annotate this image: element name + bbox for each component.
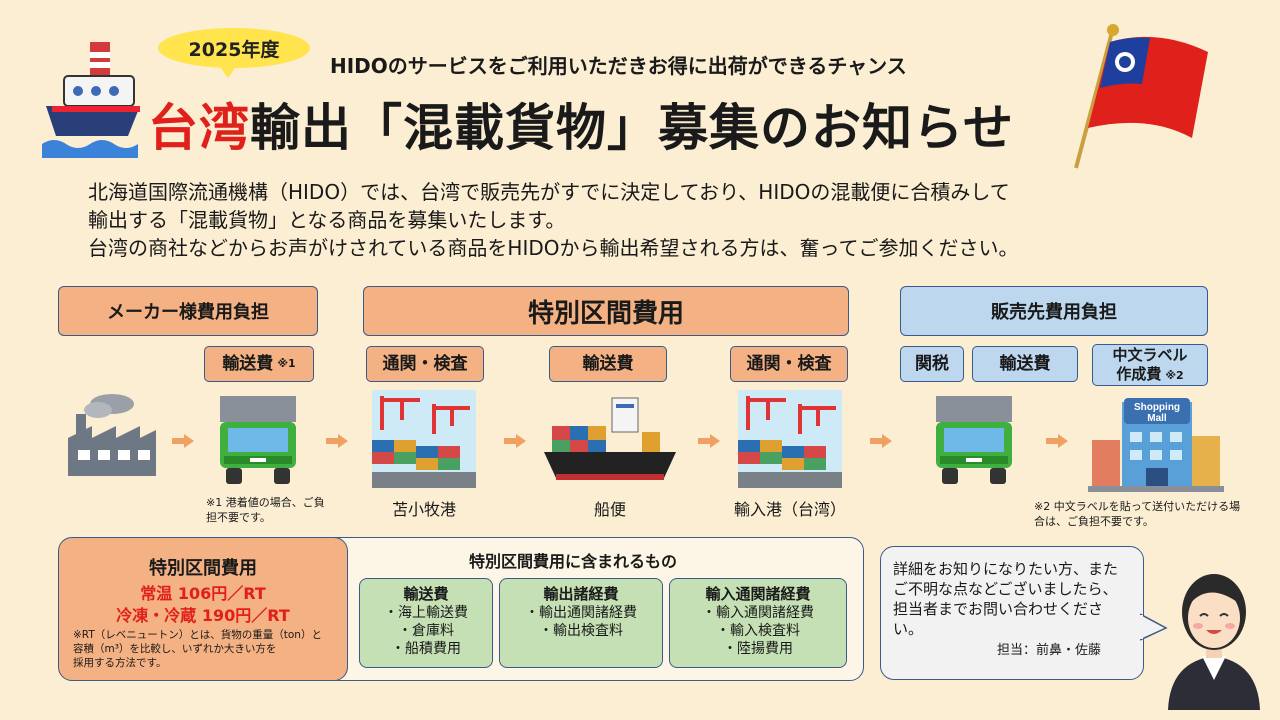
transport-tag-2: 輸送費 [549,346,667,382]
duty-tag: 関税 [900,346,964,382]
shopping-mall-icon: Shopping Mall [1088,392,1224,492]
port-caption: 苫小牧港 [391,500,456,519]
note-marker: ※2 [1165,368,1184,382]
buyer-cost-label: 販売先費用負担 [991,302,1117,323]
included-costs-title: 特別区間費用に含まれるもの [469,552,678,571]
port-icon [738,390,842,488]
included-item: ・船積費用 [391,641,461,657]
intro-line: 北海道国際流通機構（HIDO）では、台湾で販売先がすでに決定しており、HIDOの… [88,180,1010,204]
year-badge: 2025年度 [158,28,310,78]
intro-line: 輸出する「混載貨物」となる商品を募集いたします。 [88,208,566,232]
intro-line: 台湾の商社などからお声がけされている商品をHIDOから輸出希望される方は、奮って… [88,236,1019,260]
maker-cost-label: メーカー様費用負担 [107,302,269,323]
truck-icon [214,392,302,486]
taiwan-flag-icon [1068,22,1228,172]
intro-text: 北海道国際流通機構（HIDO）では、台湾で販売先がすでに決定しており、HIDOの… [88,178,1018,262]
included-item: ・海上輸送費 [384,605,468,621]
contact-line: 担当者までお問い合わせくださ [893,600,1104,618]
normal-temp-rate: 常温 106円／RT [140,584,266,603]
included-group-title: 輸送費 [403,585,449,603]
buyer-cost-header: 販売先費用負担 [900,286,1208,336]
rt-note-line: 採用する方法です。 [73,657,167,669]
included-group: 輸出諸経費 ・輸出通関諸経費 ・輸出検査料 [499,578,663,668]
transport-tag-label: 輸送費 [582,354,634,374]
contact-speech-bubble: 詳細をお知りになりたい方、また ご不明な点などございましたら、 担当者までお問い… [880,546,1144,680]
included-item: ・陸揚費用 [723,641,793,657]
port-caption: 輸入港（台湾） [733,500,846,519]
included-item: ・倉庫料 [398,623,454,639]
included-group-title: 輸入通関諸経費 [705,585,811,603]
truck-icon [930,392,1018,486]
included-costs-panel: 特別区間費用に含まれるもの 輸送費 ・海上輸送費 ・倉庫料 ・船積費用 輸出諸経… [318,537,864,681]
rt-note: ※RT（レベニュートン）とは、貨物の重量（ton）と 容積（m³）を比較し、いず… [73,628,322,670]
special-cost-header: 特別区間費用 [363,286,849,336]
duty-tag-label: 関税 [915,354,949,374]
mall-sign-line1: Shopping [1134,402,1180,413]
footnote-1: ※1 港着値の場合、ご負担不要です。 [206,496,325,524]
ship-caption: 船便 [593,500,626,519]
customs-tag-label: 通関・検査 [382,354,468,374]
contact-line: ご不明な点などございましたら、 [893,580,1118,598]
included-item: ・輸出通関諸経費 [525,605,637,621]
port-icon [372,390,476,488]
rt-note-line: ※RT（レベニュートン）とは、貨物の重量（ton）と [73,629,322,641]
transport-tag-label: 輸送費 [999,354,1051,374]
special-cost-title: 特別区間費用 [149,558,257,579]
label-fee-tag: 中文ラベル 作成費※2 [1092,344,1208,386]
label-fee-line2: 作成費 [1116,364,1162,383]
arrow-right-icon [1046,434,1068,448]
contact-person: 担当：前鼻・佐藤 [996,643,1101,658]
rt-note-line: 容積（m³）を比較し、いずれか大きい方を [73,643,277,655]
factory-icon [64,392,160,478]
included-group: 輸入通関諸経費 ・輸入通関諸経費 ・輸入検査料 ・陸揚費用 [669,578,847,668]
footnote-2: ※2 中文ラベルを貼って送付いただける場合は、ご負担不要です。 [1034,500,1241,528]
title-main: 輸出「混載貨物」募集のお知らせ [250,99,1014,157]
header-subtitle: HIDOのサービスをご利用いただきお得に出荷ができるチャンス [330,54,907,78]
maker-cost-header: メーカー様費用負担 [58,286,318,336]
arrow-right-icon [698,434,720,448]
arrow-right-icon [504,434,526,448]
arrow-right-icon [870,434,892,448]
special-cost-panel: 特別区間費用 常温 106円／RT 冷凍・冷蔵 190円／RT ※RT（レベニュ… [58,537,348,681]
transport-tag-label: 輸送費 [222,354,274,374]
customs-tag-2: 通関・検査 [730,346,848,382]
contact-line: 詳細をお知りになりたい方、また [893,560,1119,578]
ship-icon [42,40,142,158]
staff-avatar [1158,550,1270,710]
frozen-rate: 冷凍・冷蔵 190円／RT [116,606,290,625]
customs-tag-label: 通関・検査 [746,354,832,374]
special-cost-label: 特別区間費用 [527,298,684,329]
contact-line: い。 [893,620,924,638]
page-title: 台湾輸出「混載貨物」募集のお知らせ [148,88,1014,160]
transport-tag-1: 輸送費※1 [204,346,314,382]
year-label: 2025年度 [188,38,280,61]
cargo-ship-icon [542,394,678,486]
speech-tail [1140,613,1168,641]
included-item: ・輸入通関諸経費 [702,605,814,621]
mall-sign-line2: Mall [1147,413,1167,424]
note-marker: ※1 [277,357,296,370]
label-fee-line1: 中文ラベル [1112,345,1188,364]
included-item: ・輸出検査料 [539,623,623,639]
included-group: 輸送費 ・海上輸送費 ・倉庫料 ・船積費用 [359,578,493,668]
title-highlight: 台湾 [148,99,250,157]
included-item: ・輸入検査料 [716,623,800,639]
included-group-title: 輸出諸経費 [543,585,619,603]
transport-tag-3: 輸送費 [972,346,1078,382]
arrow-right-icon [172,434,194,448]
arrow-right-icon [326,434,348,448]
customs-tag-1: 通関・検査 [366,346,484,382]
